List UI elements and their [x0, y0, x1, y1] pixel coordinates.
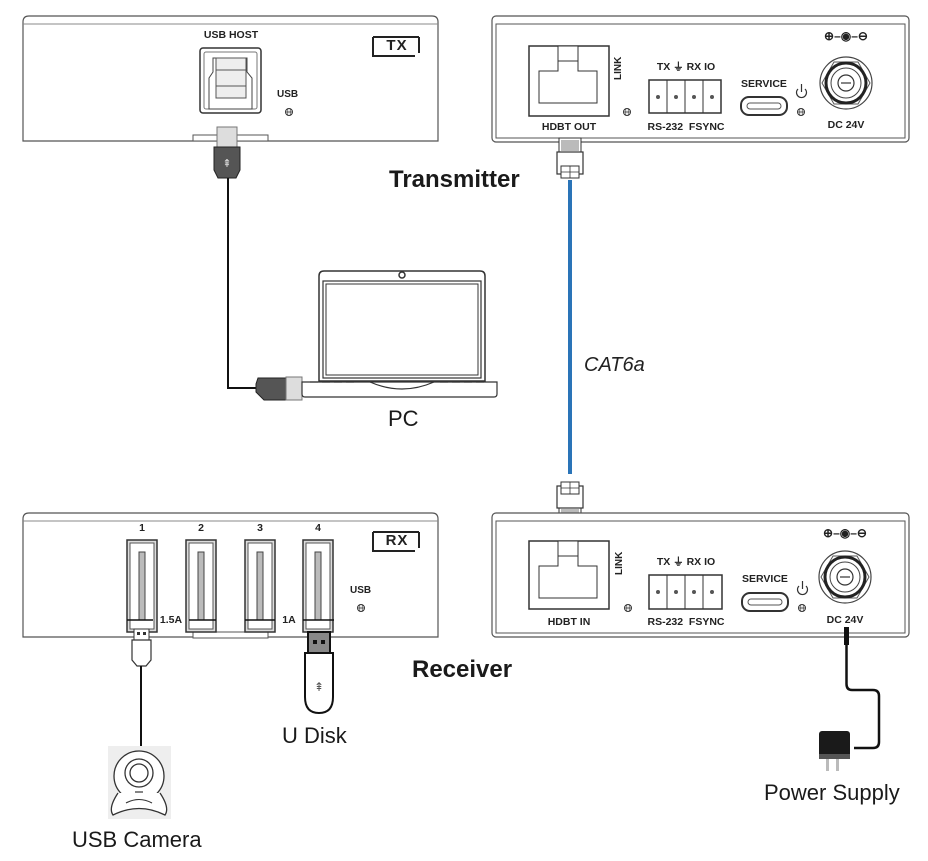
usb-port-number: 2	[198, 522, 204, 534]
dc-24v-label: DC 24V	[827, 119, 865, 131]
rx-hdbt-panel	[491, 512, 910, 638]
dc-power-jack[interactable]	[819, 56, 873, 110]
cat6a-cable	[556, 137, 584, 523]
tx-hdbt-panel	[491, 15, 910, 143]
usb-port-3[interactable]	[244, 539, 276, 633]
terminal-function-labels: RS-232 FSYNC	[647, 121, 725, 133]
link-label: LINK	[613, 56, 624, 80]
usb-port-number: 3	[257, 522, 263, 534]
rs232-terminal-block[interactable]	[648, 574, 723, 610]
power-supply-icon	[819, 731, 850, 771]
usb-camera-icon	[108, 746, 171, 819]
usb-led-label: USB	[350, 585, 372, 596]
power-status-icon	[795, 84, 808, 99]
receiver-title: Receiver	[412, 656, 513, 683]
svg-text:⇞: ⇞	[222, 158, 231, 170]
dc-24v-label: DC 24V	[826, 614, 864, 626]
svg-text:⇞: ⇞	[314, 680, 324, 694]
terminal-function-labels: RS-232 FSYNC	[647, 616, 725, 628]
usb-b-cable: ⇞	[213, 126, 303, 401]
usb-led-label: USB	[277, 89, 299, 100]
current-label-1-5a: 1.5A	[159, 614, 183, 626]
tx-usb-panel	[22, 15, 439, 142]
usb-port-4[interactable]	[302, 539, 334, 633]
transmitter-title: Transmitter	[389, 166, 520, 193]
hdbt-out-port[interactable]	[528, 45, 610, 117]
link-label: LINK	[614, 551, 625, 575]
polarity-icon: ⊕–◉–⊖	[823, 526, 867, 540]
usb-host-label: USB HOST	[203, 29, 259, 41]
service-label: SERVICE	[741, 78, 787, 90]
current-label-1a: 1A	[282, 614, 296, 626]
usb-host-port[interactable]	[199, 47, 262, 114]
power-supply-cable	[844, 627, 881, 750]
terminal-pin-labels: TX ⏚ RX IO	[656, 556, 716, 568]
u-disk-icon: ⇞	[304, 631, 334, 715]
hdbt-in-port[interactable]	[528, 540, 610, 610]
tx-badge: TX	[386, 37, 408, 54]
usb-port-number: 1	[139, 522, 145, 534]
u-disk-label: U Disk	[282, 723, 347, 748]
power-status-icon	[796, 581, 809, 596]
pc-laptop-icon	[301, 270, 498, 398]
usb-camera-label: USB Camera	[72, 827, 202, 852]
power-supply-label: Power Supply	[764, 780, 900, 805]
pc-label: PC	[388, 406, 419, 431]
usb-port-2[interactable]	[185, 539, 217, 633]
service-usbc-port[interactable]	[741, 592, 789, 612]
polarity-icon: ⊕–◉–⊖	[824, 29, 868, 43]
cable-label: CAT6a	[584, 354, 645, 376]
dc-power-jack[interactable]	[818, 550, 872, 604]
hdbt-in-label: HDBT IN	[547, 616, 591, 628]
hdbt-out-label: HDBT OUT	[541, 121, 597, 133]
rx-badge: RX	[385, 532, 409, 549]
terminal-pin-labels: TX ⏚ RX IO	[656, 61, 716, 73]
usb-port-number: 4	[315, 522, 321, 534]
rx-usb-panel	[22, 512, 439, 639]
service-usbc-port[interactable]	[740, 96, 788, 116]
service-label: SERVICE	[742, 573, 788, 585]
usb-camera-cable	[131, 628, 152, 750]
rs232-terminal-block[interactable]	[648, 79, 722, 114]
